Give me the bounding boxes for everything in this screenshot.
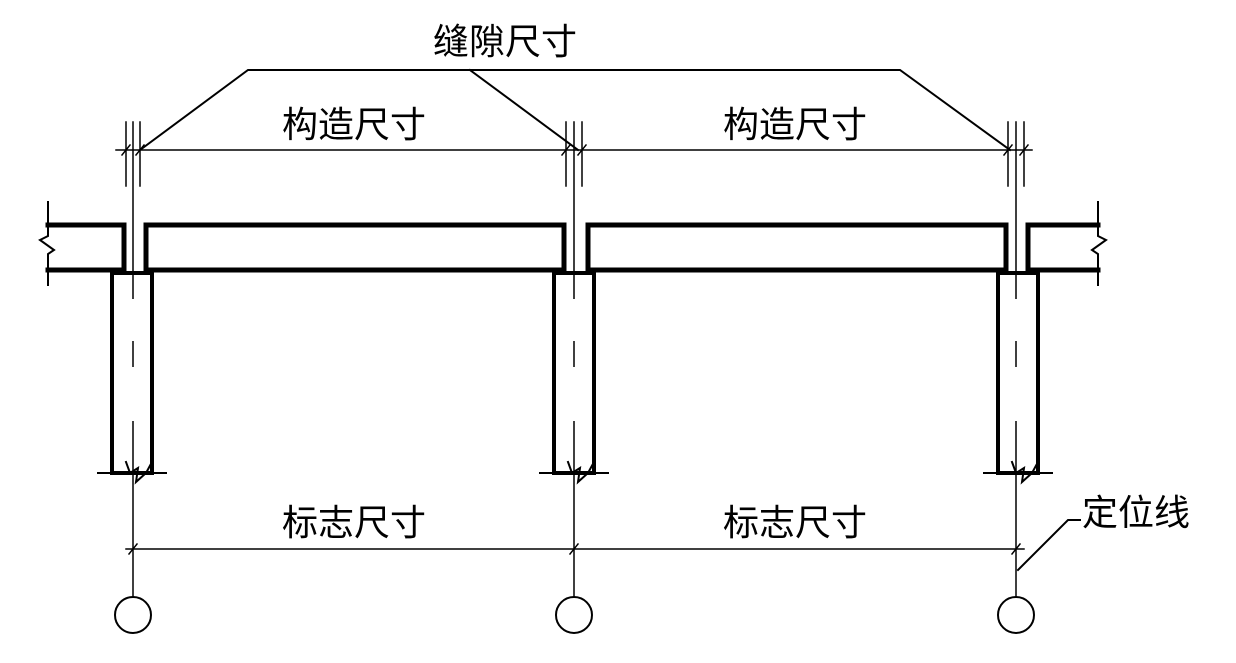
construction-dimension-label-1: 构造尺寸 (282, 105, 426, 146)
axis-bubble-2 (555, 596, 593, 634)
nominal-dimension-label-2: 标志尺寸 (723, 503, 867, 544)
beams (45, 222, 1101, 273)
beam-span-2 (585, 222, 1009, 273)
beam-break-symbols (38, 201, 1108, 286)
axis-line-leader (1016, 519, 1081, 572)
beam-span-1 (143, 222, 567, 273)
column-center-marks (132, 299, 1017, 421)
gap-leader-middle (468, 68, 580, 152)
gap-dimension-label: 缝隙尺寸 (433, 22, 577, 63)
beam-stub-right (1025, 222, 1101, 273)
gap-leader-left (138, 69, 1012, 152)
axis-lines (132, 121, 1017, 598)
axis-line-label: 定位线 (1082, 493, 1190, 534)
nominal-dimension-line (125, 542, 1025, 556)
axis-bubbles (114, 596, 1035, 634)
gap-extension-lines (125, 121, 1025, 187)
axis-bubble-1 (114, 596, 152, 634)
nominal-dimension-label-1: 标志尺寸 (282, 503, 426, 544)
construction-dimension-label-2: 构造尺寸 (723, 105, 867, 146)
beam-stub-left (45, 222, 127, 273)
gap-leader (138, 68, 1012, 152)
column-bases (97, 460, 1053, 485)
column-3 (996, 271, 1040, 475)
axis-bubble-3 (997, 596, 1035, 634)
